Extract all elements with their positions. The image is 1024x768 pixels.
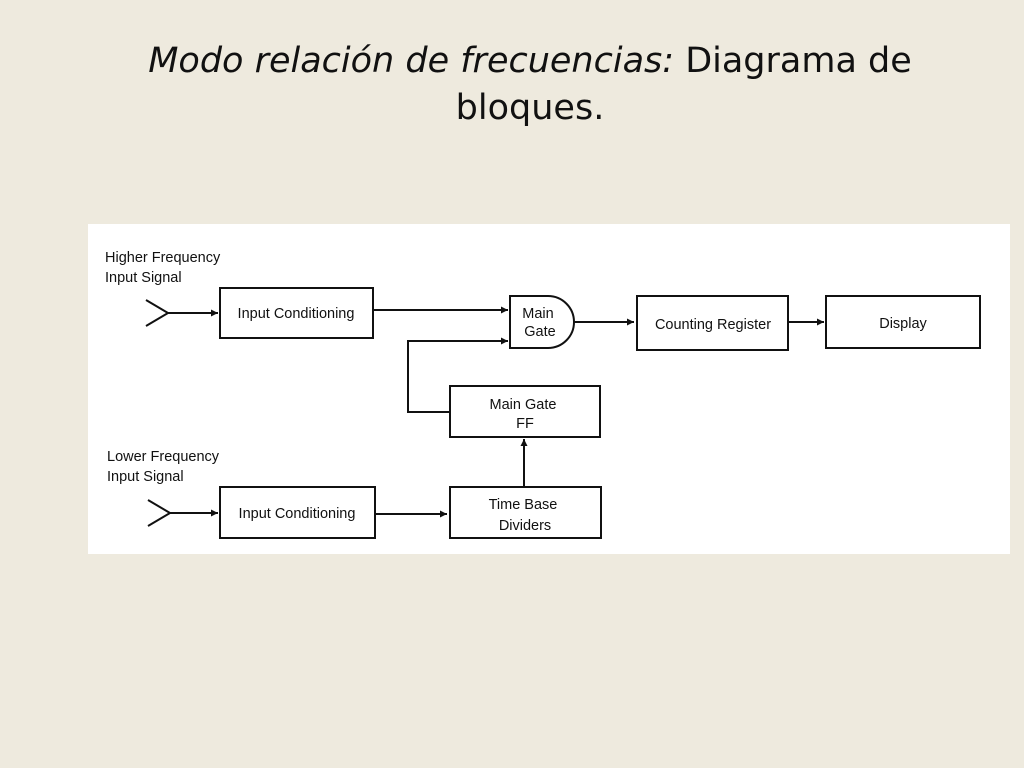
main-gate-ff-label-line2: FF — [516, 416, 534, 432]
slide-title: Modo relación de frecuencias: Diagrama d… — [90, 38, 970, 132]
main-gate-block: Main Gate — [509, 295, 575, 349]
svg-text:Main Gate: Main Gate — [522, 306, 557, 340]
display-block: Display — [825, 295, 981, 349]
higher-input-label: Higher Frequency Input Signal — [105, 250, 224, 286]
counting-register-block: Counting Register — [636, 295, 789, 351]
svg-text:Counting Register: Counting Register — [655, 317, 771, 333]
title-italic-part: Modo relación de frecuencias: — [148, 41, 675, 81]
time-base-dividers-block: Time Base Dividers — [449, 486, 602, 539]
ff-to-gate-wire — [407, 337, 508, 413]
svg-text:Main Gate FF: Main Gate FF — [490, 397, 561, 432]
time-base-dividers-label-line1: Time Base — [489, 497, 558, 513]
main-gate-ff-label-line1: Main Gate — [490, 397, 557, 413]
svg-text:Input Conditioning: Input Conditioning — [238, 306, 355, 322]
svg-text:Display: Display — [879, 316, 927, 332]
time-base-dividers-label-line2: Dividers — [499, 518, 551, 534]
and-gate-icon — [509, 295, 575, 349]
lower-input-label-line1: Lower Frequency — [107, 449, 220, 465]
display-label: Display — [879, 316, 927, 332]
lower-input-label-line2: Input Signal — [107, 469, 184, 485]
main-gate-label-line2: Gate — [524, 324, 555, 340]
block-diagram: Higher Frequency Input Signal Input Cond… — [88, 224, 1010, 554]
input-conditioning-top-block: Input Conditioning — [219, 287, 374, 339]
main-gate-label-line1: Main — [522, 306, 553, 322]
input-conditioning-bottom-block: Input Conditioning — [219, 486, 376, 539]
lower-input-label: Lower Frequency Input Signal — [107, 449, 223, 485]
svg-text:Time Base Dividers: Time Base Dividers — [489, 497, 562, 534]
input-conditioning-top-label: Input Conditioning — [238, 306, 355, 322]
main-gate-ff-block: Main Gate FF — [449, 385, 601, 438]
higher-input-label-line1: Higher Frequency — [105, 250, 221, 266]
counting-register-label: Counting Register — [655, 317, 771, 333]
svg-text:Input Conditioning: Input Conditioning — [239, 506, 356, 522]
title-plain-part: Diagrama de bloques. — [455, 41, 912, 128]
higher-input-label-line2: Input Signal — [105, 270, 182, 286]
input-conditioning-bottom-label: Input Conditioning — [239, 506, 356, 522]
